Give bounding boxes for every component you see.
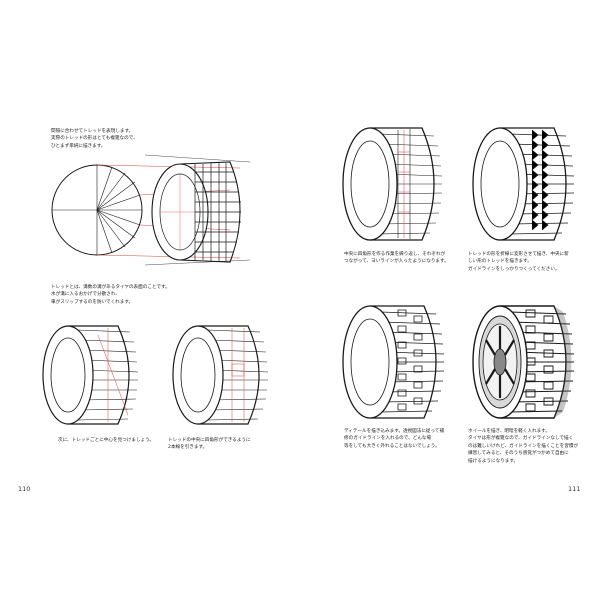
step4-caption: トレッドの形を折線に変形させて描き、中央に新 しい形のトレッドを描きます。 ガイ… xyxy=(468,252,569,272)
tire-step5-figure xyxy=(342,305,445,419)
left-page: 間隔に合わせてトレッドを表現します。 実際のトレッドの形はとても複雑なので、 ひ… xyxy=(18,129,269,493)
page-number-right: 111 xyxy=(568,485,581,493)
step2-caption: トレッドの中央に四角形ができるように 2本線を引きます。 xyxy=(168,438,251,451)
tire-step4-figure xyxy=(472,127,575,241)
step1-caption: 次に、トレッドごとに中心を見つけましょう。 xyxy=(58,438,155,443)
tire-step3-figure xyxy=(342,127,443,241)
step5-caption: ディテールを描き込みます。透視図法に従って補 修のガイドラインを入れるので、どん… xyxy=(344,429,445,449)
tire-step6-figure xyxy=(472,305,575,419)
intro-caption: 間隔に合わせてトレッドを表現します。 実際のトレッドの形はとても複雑なので、 ひ… xyxy=(51,129,138,149)
step3-caption: 中央に四角形を作る作業を繰り返し、それぞれが つながって、ヨいラインが入ったよう… xyxy=(344,252,449,265)
step6-caption: ホイールを描き、明暗を軽く入れます。 タイヤは形が複雑なので、ガイドラインなしで… xyxy=(468,429,579,464)
tread-construction-figure xyxy=(51,154,251,266)
tire-step1-figure xyxy=(42,325,139,425)
tire-step2-figure xyxy=(172,325,269,425)
tread-caption: トレッドとは、溝数の溝があるタイヤの表面のことです。 水が溝に入るおかげで分散さ… xyxy=(51,285,170,305)
page-number-left: 110 xyxy=(18,485,31,493)
right-page: 中央に四角形を作る作業を繰り返し、それぞれが つながって、ヨいラインが入ったよう… xyxy=(300,0,600,600)
